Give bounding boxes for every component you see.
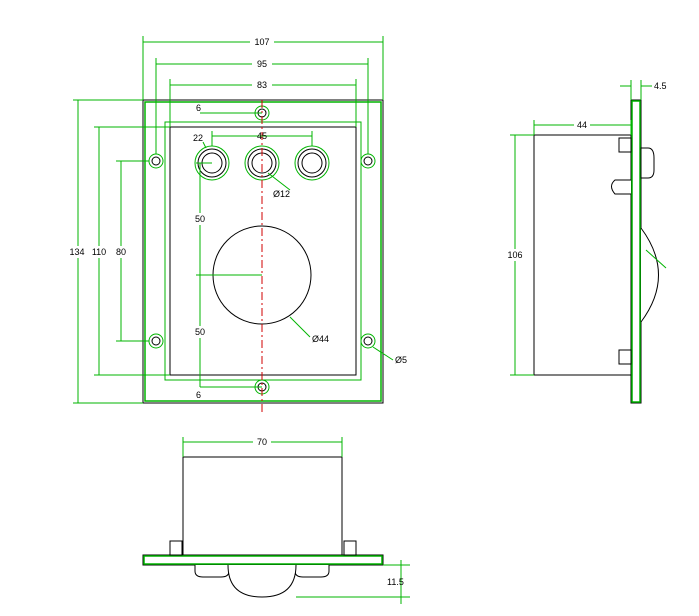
dim-11-5: 11.5 — [296, 560, 410, 604]
button-dia-label: Ø12 — [273, 189, 290, 199]
dim-44: 44 — [533, 119, 632, 135]
dim-11-5-label: 11.5 — [387, 577, 404, 587]
dim-107: 107 — [142, 36, 384, 100]
mount-hole-dia-label: Ø5 — [395, 355, 407, 365]
dim-70: 70 — [182, 436, 343, 457]
dim-4-5: 4.5 — [620, 80, 667, 100]
side-view: 44 4.5 106 — [503, 80, 667, 404]
bottom-body — [182, 456, 343, 556]
dim-134-label: 134 — [69, 247, 84, 257]
dim-50-upper-label: 50 — [195, 214, 205, 224]
dim-50-lower: 50 — [192, 275, 208, 387]
bottom-stud-right — [343, 540, 357, 556]
front-view: 107 95 83 45 22 6 — [64, 36, 407, 412]
bottom-panel-green — [143, 555, 383, 565]
dim-134: 134 — [64, 99, 143, 404]
bottom-button-left — [194, 565, 230, 578]
dim-bottom-6: 6 — [196, 386, 262, 400]
dim-80: 80 — [113, 160, 149, 342]
dim-bottom-6-label: 6 — [196, 390, 201, 400]
dim-22-label: 22 — [193, 133, 203, 143]
dim-top-6-label: 6 — [196, 103, 201, 113]
dim-80-label: 80 — [116, 247, 126, 257]
dim-70-label: 70 — [257, 437, 267, 447]
dim-106: 106 — [503, 134, 534, 376]
bottom-button-right — [294, 565, 330, 578]
dim-83-label: 83 — [257, 80, 267, 90]
dim-45-label: 45 — [257, 131, 267, 141]
side-button — [640, 147, 655, 179]
dim-4-5-label: 4.5 — [654, 81, 667, 91]
dim-106-label: 106 — [507, 250, 522, 260]
side-panel-green — [631, 100, 641, 403]
dim-83: 83 — [169, 79, 357, 127]
dim-50-upper: 50 — [192, 162, 262, 276]
mount-hole-upper-right — [360, 153, 376, 169]
mount-hole-lower-left — [148, 333, 164, 349]
leader-ball-dia: Ø44 — [289, 316, 329, 344]
dim-50-lower-label: 50 — [195, 327, 205, 337]
dim-110: 110 — [88, 126, 170, 376]
bottom-ball — [227, 564, 297, 598]
dim-107-label: 107 — [254, 37, 269, 47]
bottom-stud-left — [169, 540, 183, 556]
mount-hole-lower-right — [360, 333, 376, 349]
front-panel-green-edge — [144, 101, 382, 402]
dim-top-6: 6 — [196, 103, 262, 114]
side-ball-dome — [640, 227, 659, 323]
side-small-button — [611, 179, 631, 195]
leader-button-dia: Ø12 — [267, 172, 291, 199]
side-body — [533, 134, 632, 376]
button-right — [294, 145, 330, 181]
dim-95: 95 — [155, 58, 369, 154]
dim-45: 45 — [211, 131, 313, 146]
dim-110-label: 110 — [92, 247, 106, 257]
dim-44-label: 44 — [577, 120, 587, 130]
dim-95-label: 95 — [257, 59, 267, 69]
ball-dia-label: Ø44 — [312, 334, 329, 344]
bottom-view: 70 11.5 — [142, 436, 410, 604]
side-stud-top — [618, 137, 632, 153]
leader-mount-hole: Ø5 — [372, 346, 407, 365]
side-stud-bottom — [618, 349, 632, 365]
